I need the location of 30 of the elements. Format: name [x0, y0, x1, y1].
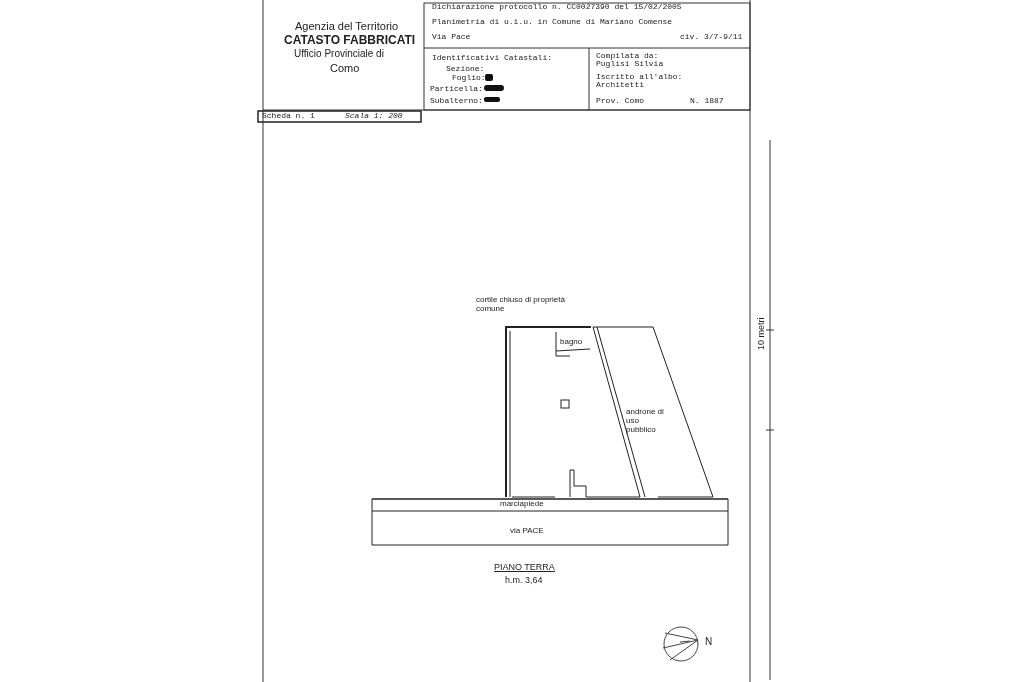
form-text: Particella: — [430, 85, 483, 94]
form-text: N. 1887 — [690, 97, 724, 106]
plan-label: bagno — [560, 338, 583, 347]
plan-label: Ufficio Provinciale di — [294, 48, 384, 59]
form-text: Planimetria di u.i.u. in Comune di Mariano Comense — [432, 18, 673, 27]
form-text: Sezione: — [446, 65, 485, 74]
plan-label: via PACE — [510, 527, 544, 536]
north-label: N — [705, 636, 713, 647]
form-text: Scala 1: 200 — [345, 112, 403, 121]
plan-label: androne di uso pubblico — [626, 408, 665, 435]
plan-label: marciapiede — [500, 500, 544, 509]
form-text: civ. 3/7-9/11 — [680, 33, 743, 42]
form-text: Via Pace — [432, 33, 471, 42]
form-text: Iscritto all'albo: — [596, 73, 683, 82]
plan-label: cortile chiuso di proprietà comune — [476, 296, 566, 314]
form-text: Dichiarazione protocollo n. CC0027390 del 15/02/2005 — [432, 3, 682, 12]
form-text: Architetti — [596, 81, 644, 90]
form-text: Subalterno: — [430, 97, 483, 106]
form-text: Compilata da: — [596, 52, 659, 60]
form-text: Identificativi Catastali: — [432, 54, 553, 63]
form-text: Prov. Como — [596, 97, 644, 106]
plan-label: h.m. 3,64 — [505, 576, 543, 586]
form-text: Foglio: — [452, 74, 486, 83]
plan-label: PIANO TERRA — [494, 563, 555, 573]
form-text: Scheda n. 1 — [262, 112, 315, 121]
plan-label: 10 metri — [757, 317, 767, 350]
plan-label: Como — [330, 62, 360, 75]
form-text: Puglisi Silvia — [596, 60, 664, 69]
plan-label: CATASTO FABBRICATI — [284, 34, 416, 48]
plan-label: Agenzia del Territorio — [295, 20, 399, 33]
